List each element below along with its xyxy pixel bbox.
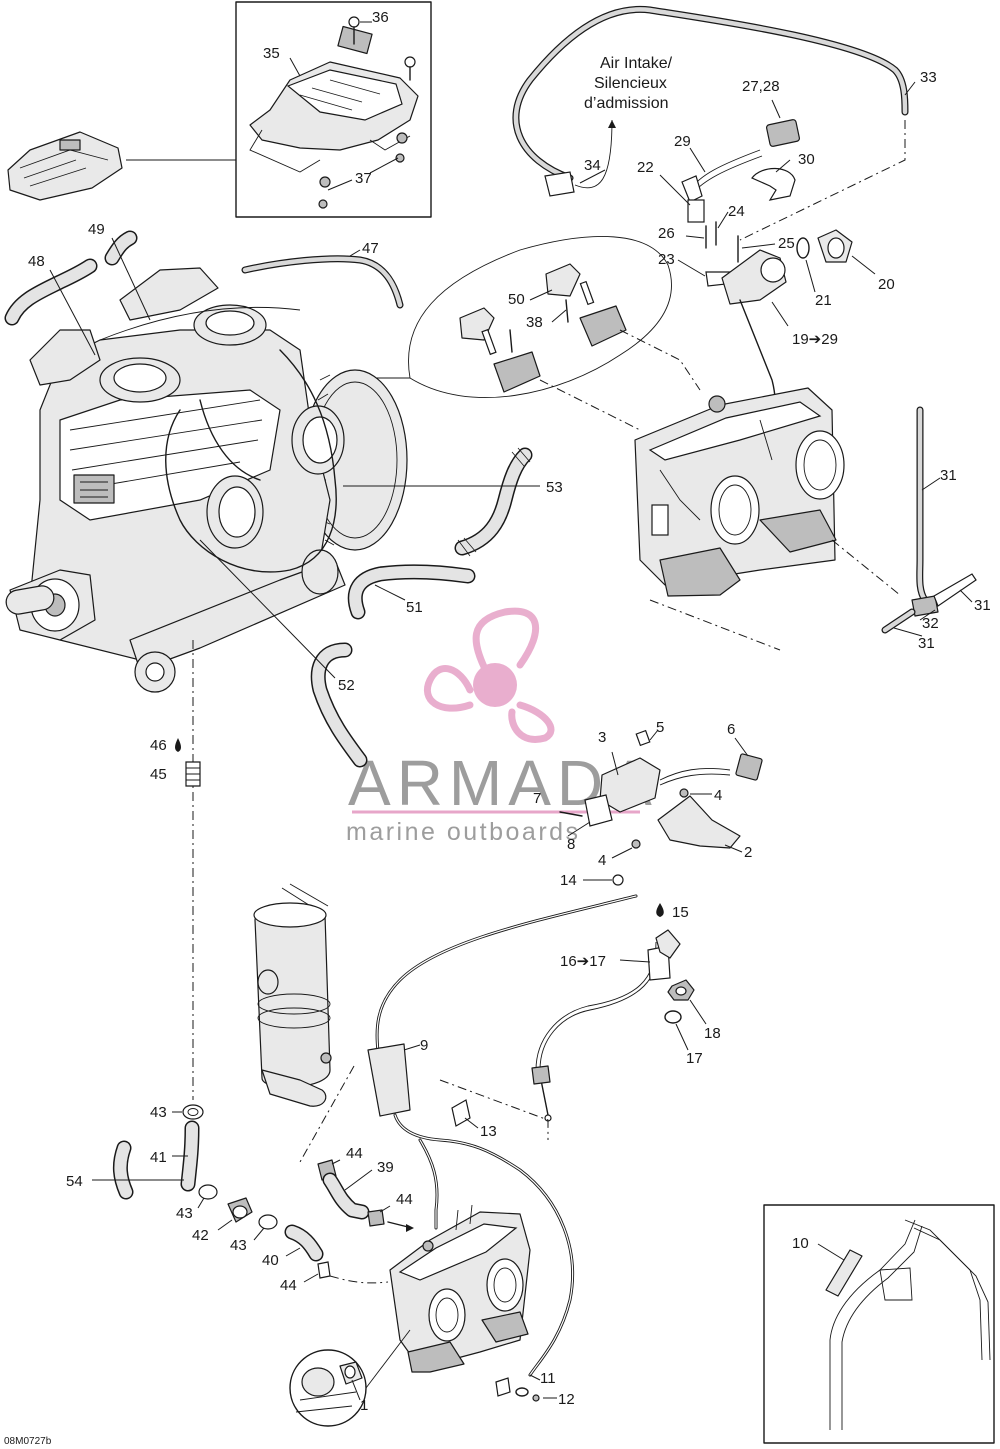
callout-19-29: 19➔29 xyxy=(792,331,838,348)
callout-14: 14 xyxy=(560,872,577,889)
armada-logo xyxy=(424,607,555,743)
callout-13: 13 xyxy=(480,1123,497,1140)
callout-43-mid: 43 xyxy=(176,1205,193,1222)
callout-7: 7 xyxy=(533,790,541,807)
callout-3: 3 xyxy=(598,729,606,746)
callout-16-17: 16➔17 xyxy=(560,953,606,970)
callout-22: 22 xyxy=(637,159,654,176)
callout-10: 10 xyxy=(792,1235,809,1252)
callout-31-lower: 31 xyxy=(918,635,935,652)
sensor-group xyxy=(659,99,876,449)
callout-48: 48 xyxy=(28,253,45,270)
callout-51: 51 xyxy=(406,599,423,616)
callout-44-upper: 44 xyxy=(346,1145,363,1162)
callout-52: 52 xyxy=(338,677,355,694)
detail-bubble-valves xyxy=(338,236,701,431)
callout-34: 34 xyxy=(584,157,601,174)
canister xyxy=(253,883,355,1163)
callout-26: 26 xyxy=(658,225,675,242)
callout-23: 23 xyxy=(658,251,675,268)
breather-tube-47 xyxy=(241,249,404,309)
callout-49: 49 xyxy=(88,221,105,238)
callout-31-upper: 31 xyxy=(940,467,957,484)
callout-36: 36 xyxy=(372,9,389,26)
callout-11: 11 xyxy=(540,1370,556,1387)
callout-44-lower: 44 xyxy=(280,1277,297,1294)
callout-31-right: 31 xyxy=(974,597,991,614)
detail-circle-1 xyxy=(289,1329,411,1427)
callout-33: 33 xyxy=(920,69,937,86)
air-intake-note-line2: Silencieux xyxy=(594,75,667,92)
callout-15: 15 xyxy=(672,904,689,921)
callout-8: 8 xyxy=(567,836,575,853)
callout-46: 46 xyxy=(150,737,167,754)
callout-9: 9 xyxy=(420,1037,428,1054)
hoses-48-49 xyxy=(4,230,151,356)
callout-4-lower: 4 xyxy=(598,852,606,869)
callout-25: 25 xyxy=(778,235,795,252)
callout-5: 5 xyxy=(656,719,664,736)
callout-27-28: 27,28 xyxy=(742,78,780,95)
propeller-icon xyxy=(424,607,555,743)
diagram-code: 08M0727b xyxy=(4,1436,52,1447)
callout-12: 12 xyxy=(558,1391,575,1408)
oil-pump-hoses xyxy=(92,1104,414,1284)
callout-42: 42 xyxy=(192,1227,209,1244)
watermark-tagline: marine outboards xyxy=(346,818,581,846)
callout-53: 53 xyxy=(546,479,563,496)
callout-37: 37 xyxy=(355,170,372,187)
cable-bracket-group xyxy=(559,729,763,886)
callout-1: 1 xyxy=(360,1397,368,1414)
callout-18: 18 xyxy=(704,1025,721,1042)
callout-54: 54 xyxy=(66,1173,83,1190)
callout-29: 29 xyxy=(674,133,691,150)
callout-43-top: 43 xyxy=(150,1104,167,1121)
callout-20: 20 xyxy=(878,276,895,293)
throttle-body-upper xyxy=(634,387,845,651)
throttle-body-lower xyxy=(389,1204,531,1373)
inset-frame-bracket xyxy=(763,1204,995,1444)
callout-24: 24 xyxy=(728,203,745,220)
silencer-thumbnail xyxy=(7,131,123,201)
air-intake-note-line1: Air Intake/ xyxy=(600,55,673,72)
callout-47: 47 xyxy=(362,240,379,257)
hose-52 xyxy=(199,539,368,768)
hose-51 xyxy=(347,564,476,620)
callout-17: 17 xyxy=(686,1050,703,1067)
callout-40: 40 xyxy=(262,1252,279,1269)
callout-41: 41 xyxy=(150,1149,167,1166)
callout-21: 21 xyxy=(815,292,832,309)
air-intake-note-line3: d’admission xyxy=(584,95,668,112)
callout-30: 30 xyxy=(798,151,815,168)
throttle-cable xyxy=(367,894,707,1402)
vent-hose-31 xyxy=(831,406,977,637)
callout-44-right: 44 xyxy=(396,1191,413,1208)
callout-43-lower: 43 xyxy=(230,1237,247,1254)
callout-6: 6 xyxy=(727,721,735,738)
fitting-45 xyxy=(175,640,201,1100)
air-intake-hose xyxy=(512,5,916,241)
callout-35: 35 xyxy=(263,45,280,62)
callout-38: 38 xyxy=(526,314,543,331)
callout-2: 2 xyxy=(744,844,752,861)
propeller-hub-icon xyxy=(473,663,517,707)
engine-assembly xyxy=(5,267,408,693)
callout-4-upper: 4 xyxy=(714,787,722,804)
inset-air-silencer xyxy=(126,1,432,218)
callout-32: 32 xyxy=(922,615,939,632)
callout-45: 45 xyxy=(150,766,167,783)
hose-53 xyxy=(343,447,540,557)
callout-39: 39 xyxy=(377,1159,394,1176)
callout-50: 50 xyxy=(508,291,525,308)
